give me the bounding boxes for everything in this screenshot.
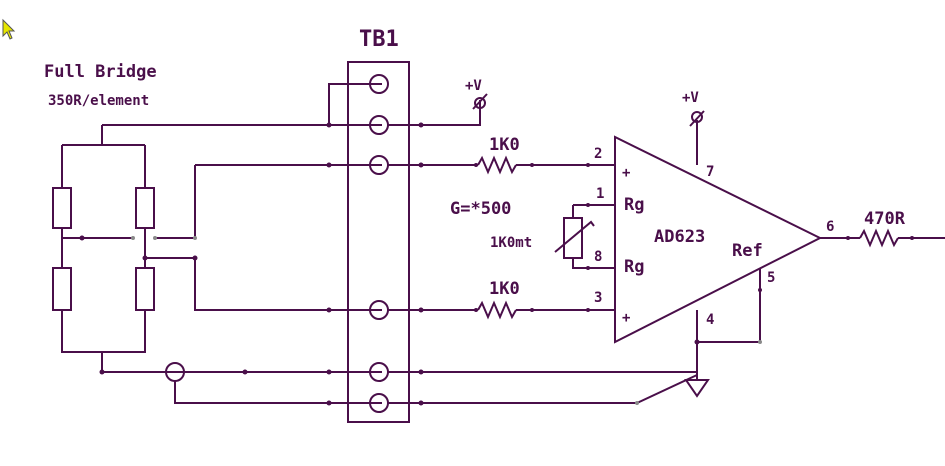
pin-6-label: 6: [826, 219, 834, 235]
bridge-element-bottom-left: [52, 267, 72, 311]
terminal-1: [369, 74, 389, 94]
gain-resistor-value: 1K0mt: [490, 235, 532, 251]
input-resistor-top: [477, 155, 517, 175]
terminal-block-label: TB1: [359, 27, 399, 52]
output-resistor-value: 470R: [864, 209, 906, 229]
input-resistor-bottom-value: 1K0: [489, 279, 520, 299]
mouse-pointer-icon: [2, 18, 16, 40]
gain-label: G=*500: [450, 199, 511, 219]
ground-icon: [684, 379, 710, 398]
strain-gauge-bridge: [52, 125, 195, 375]
supply-label-left: +V: [465, 78, 482, 94]
pin-3-label: 3: [594, 290, 602, 306]
bridge-element-top-right: [135, 187, 155, 229]
pin-7-label: 7: [706, 164, 714, 180]
instrumentation-amplifier: [614, 135, 823, 344]
pin-4-label: 4: [706, 312, 714, 328]
pin-2-label: 2: [594, 146, 602, 162]
supply-label-amp: +V: [682, 90, 699, 106]
amp-rg-top: Rg: [624, 195, 644, 215]
amp-name: AD623: [654, 227, 705, 247]
supply-terminal-left: [474, 97, 486, 109]
amp-rg-bottom: Rg: [624, 257, 644, 277]
amp-plus-bottom: +: [622, 310, 630, 326]
amp-ref: Ref: [732, 241, 763, 261]
bridge-spec: 350R/element: [48, 93, 149, 109]
pin-1-label: 1: [596, 186, 604, 202]
pin-8-label: 8: [594, 249, 602, 265]
bridge-title: Full Bridge: [44, 62, 157, 82]
pin-5-label: 5: [767, 270, 775, 286]
bridge-element-top-left: [52, 187, 72, 229]
input-resistor-top-value: 1K0: [489, 135, 520, 155]
variable-arrow-icon: [554, 220, 595, 253]
output-resistor: [859, 228, 899, 248]
amp-plus-top: +: [622, 165, 630, 181]
supply-terminal-amp: [691, 111, 703, 123]
bridge-element-bottom-right: [135, 267, 155, 311]
terminal-block-tb1: [347, 61, 410, 423]
input-resistor-bottom: [477, 300, 517, 320]
